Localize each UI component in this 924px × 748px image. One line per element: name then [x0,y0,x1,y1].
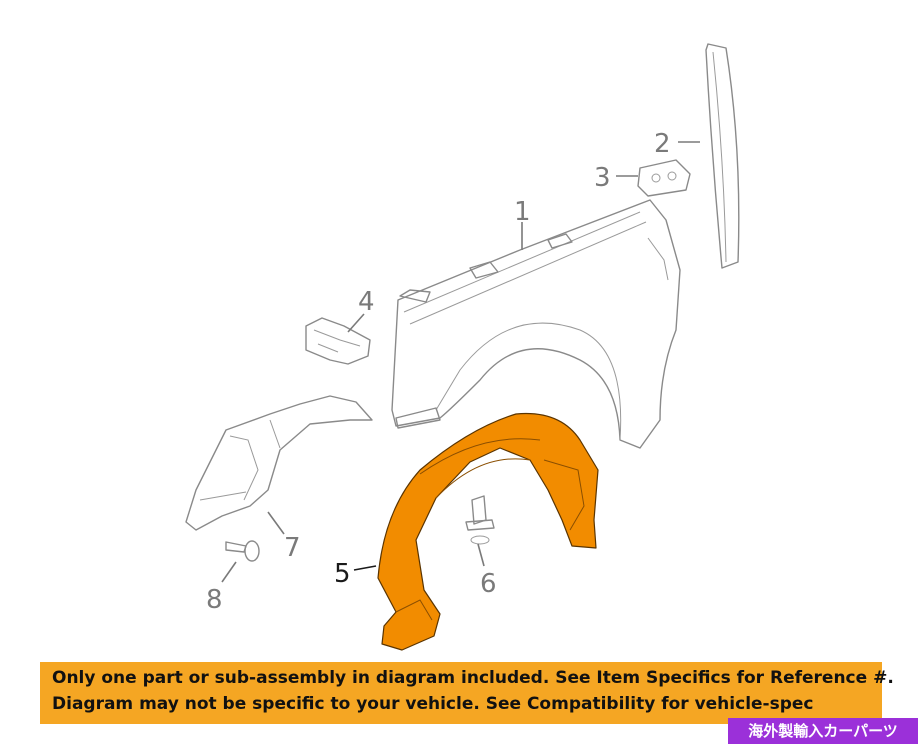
leader-4 [347,313,365,333]
callout-6: 6 [480,569,497,599]
part-5-fender-liner [377,412,599,651]
disclaimer-banner: Only one part or sub-assembly in diagram… [40,662,894,724]
disclaimer-line-2: Diagram may not be specific to your vehi… [52,694,814,714]
part-6-clip [465,495,495,545]
part-3-bracket [637,159,691,197]
callout-2: 2 [654,129,671,159]
callout-4: 4 [358,287,375,317]
part-8-pin [225,540,260,562]
leader-7 [267,511,285,535]
part-2-molding [705,43,740,269]
callout-1: 1 [514,197,531,227]
leader-6 [477,543,485,567]
part-7-splash-shield [185,395,373,531]
callout-3: 3 [594,163,611,193]
callout-5: 5 [334,559,351,589]
callout-7: 7 [284,533,301,563]
leader-8 [221,561,237,583]
part-1-fender [391,199,681,449]
leader-5 [353,565,377,571]
import-parts-badge: 海外製輸入カーパーツ [728,718,918,744]
part-4-bracket [305,317,371,365]
callout-8: 8 [206,585,223,615]
disclaimer-line-1: Only one part or sub-assembly in diagram… [52,668,894,688]
